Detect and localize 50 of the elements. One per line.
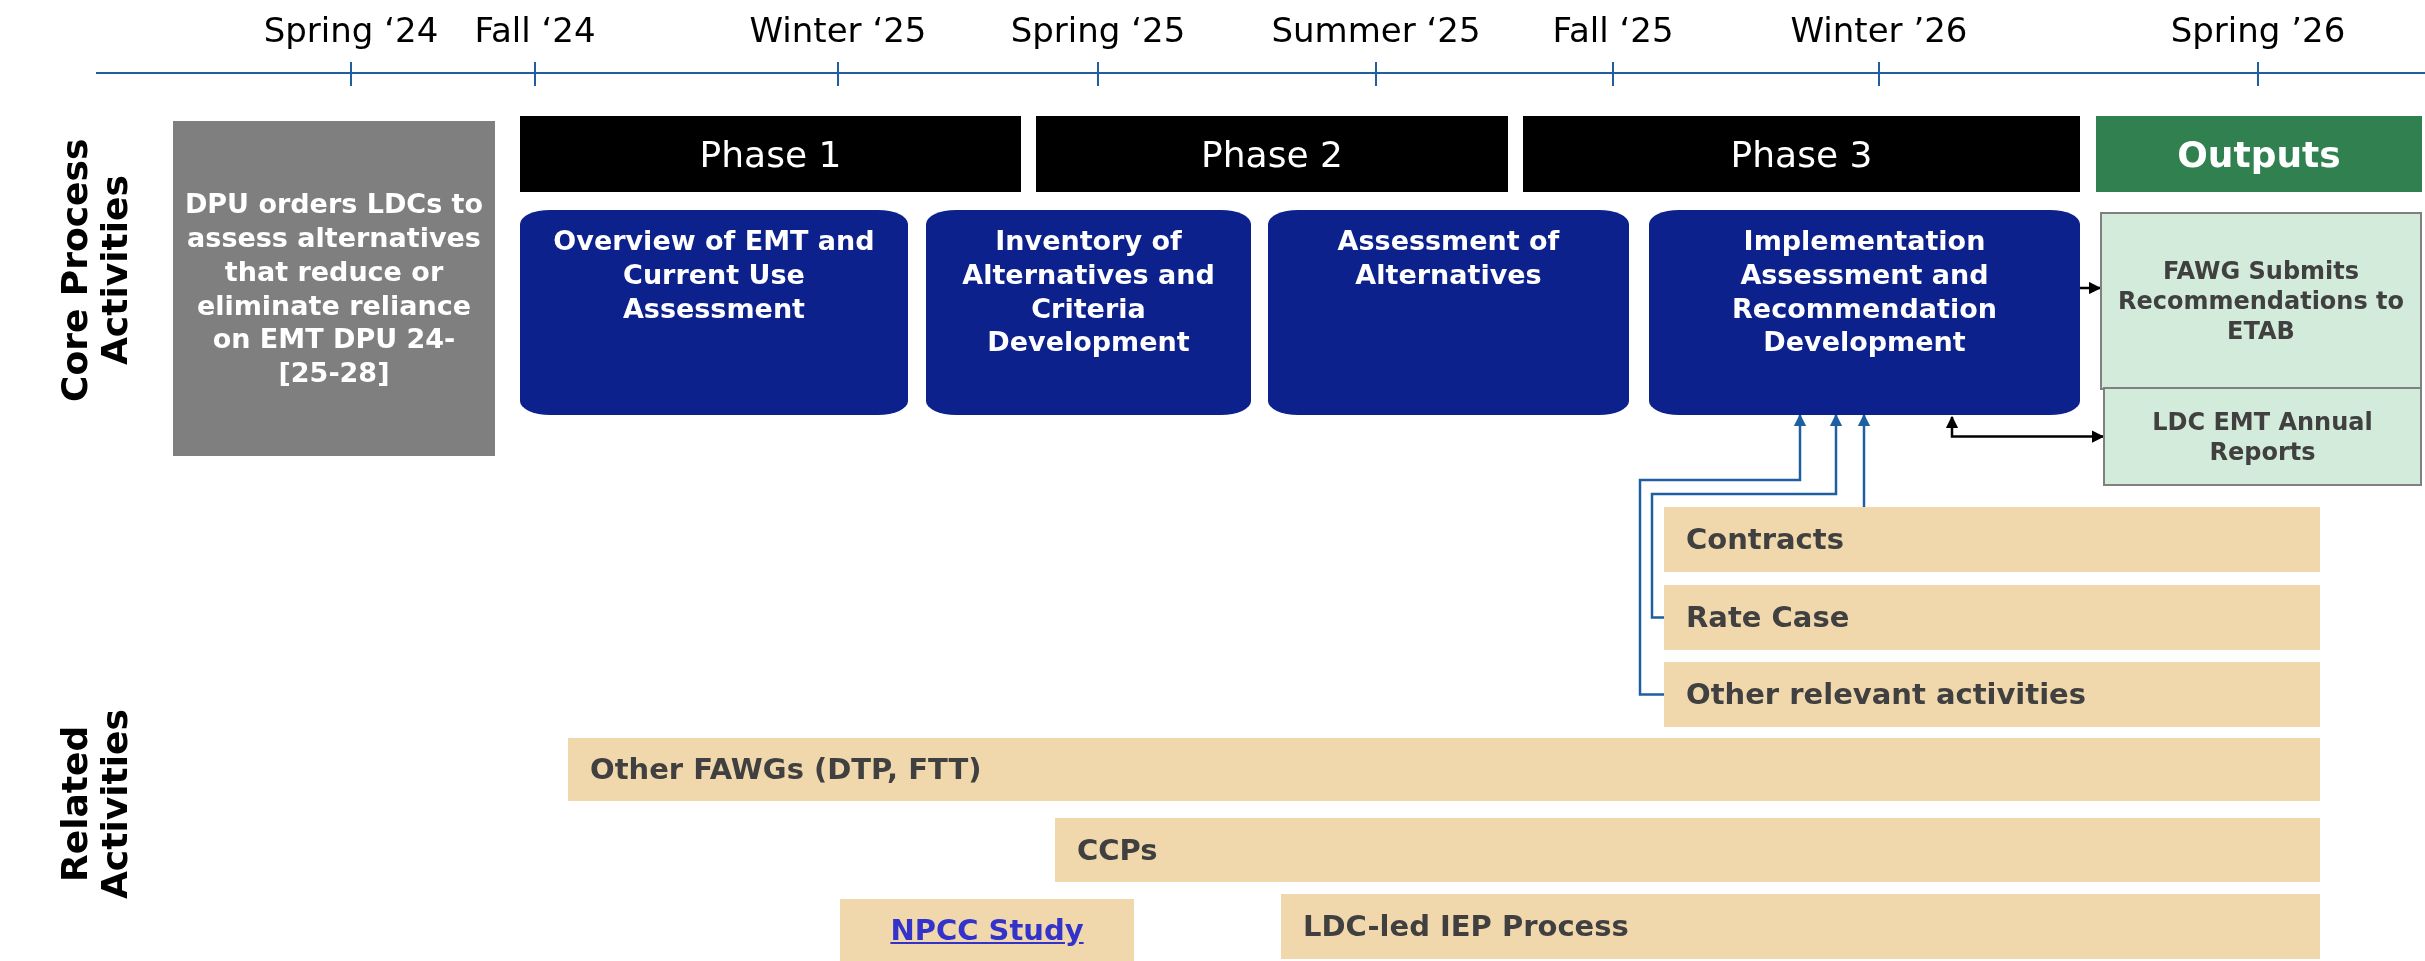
activity-bar — [568, 738, 2320, 801]
arrow — [1857, 413, 1871, 507]
season-label: Winter ‘25 — [748, 10, 928, 50]
season-label: Spring ’26 — [2169, 10, 2347, 50]
activity-text: DPU orders LDCs to assess alternatives that reduce or eliminate reliance on EMT DPU 24-[25-28] — [183, 187, 485, 390]
outputs-header-bar — [2096, 116, 2422, 192]
activity-text: Assessment of Alternatives — [1336, 224, 1561, 292]
activity-text: LDC-led IEP Process — [1303, 908, 1629, 945]
activity-bar — [1664, 662, 2320, 727]
arrow — [1638, 413, 1807, 696]
activity-box — [520, 210, 908, 415]
output-box — [2103, 387, 2422, 486]
season-label: Summer ‘25 — [1270, 10, 1482, 50]
phase-header-bar — [1036, 116, 1508, 192]
phase-title: Phase 3 — [1730, 132, 1873, 177]
activity-bar — [1664, 585, 2320, 650]
arrow — [1650, 413, 1843, 619]
arrow — [2080, 281, 2102, 295]
activity-text: Rate Case — [1686, 599, 1850, 636]
row-label: Core Process Activities — [55, 137, 135, 404]
output-box — [2100, 212, 2422, 390]
arrow — [1945, 415, 2105, 443]
activity-text: Overview of EMT and Current Use Assessment — [552, 224, 876, 326]
activity-box — [1649, 210, 2080, 415]
activity-text: CCPs — [1077, 831, 1158, 869]
activity-text: Other relevant activities — [1686, 676, 2087, 713]
activity-text: Contracts — [1686, 521, 1844, 558]
activity-text: LDC EMT Annual Reports — [2151, 406, 2374, 467]
phase-title: Phase 1 — [699, 132, 842, 177]
activity-bar — [840, 899, 1134, 961]
phase-title: Outputs — [2177, 132, 2341, 177]
activity-bar — [1055, 818, 2320, 882]
season-label: Fall ‘25 — [1551, 10, 1675, 50]
activity-text: Implementation Assessment and Recommendation Development — [1731, 224, 1998, 359]
row-label: Related Activities — [55, 708, 135, 901]
decision-box — [173, 121, 495, 456]
phase-header-bar — [1523, 116, 2080, 192]
activity-text: Inventory of Alternatives and Criteria Development — [961, 224, 1216, 359]
activity-box — [926, 210, 1251, 415]
activity-box — [1268, 210, 1629, 415]
activity-bar — [1281, 894, 2320, 959]
phase-title: Phase 2 — [1201, 132, 1343, 177]
activity-bar — [1664, 507, 2320, 572]
activity-text: FAWG Submits Recommendations to ETAB — [2116, 256, 2406, 346]
activity-text: Other FAWGs (DTP, FTT) — [590, 751, 982, 788]
study-link: NPCC Study — [890, 911, 1084, 949]
season-label: Spring ‘25 — [1009, 10, 1187, 50]
season-label: Winter ’26 — [1789, 10, 1969, 50]
season-label: Spring ‘24 — [262, 10, 440, 50]
phase-header-bar — [520, 116, 1021, 192]
